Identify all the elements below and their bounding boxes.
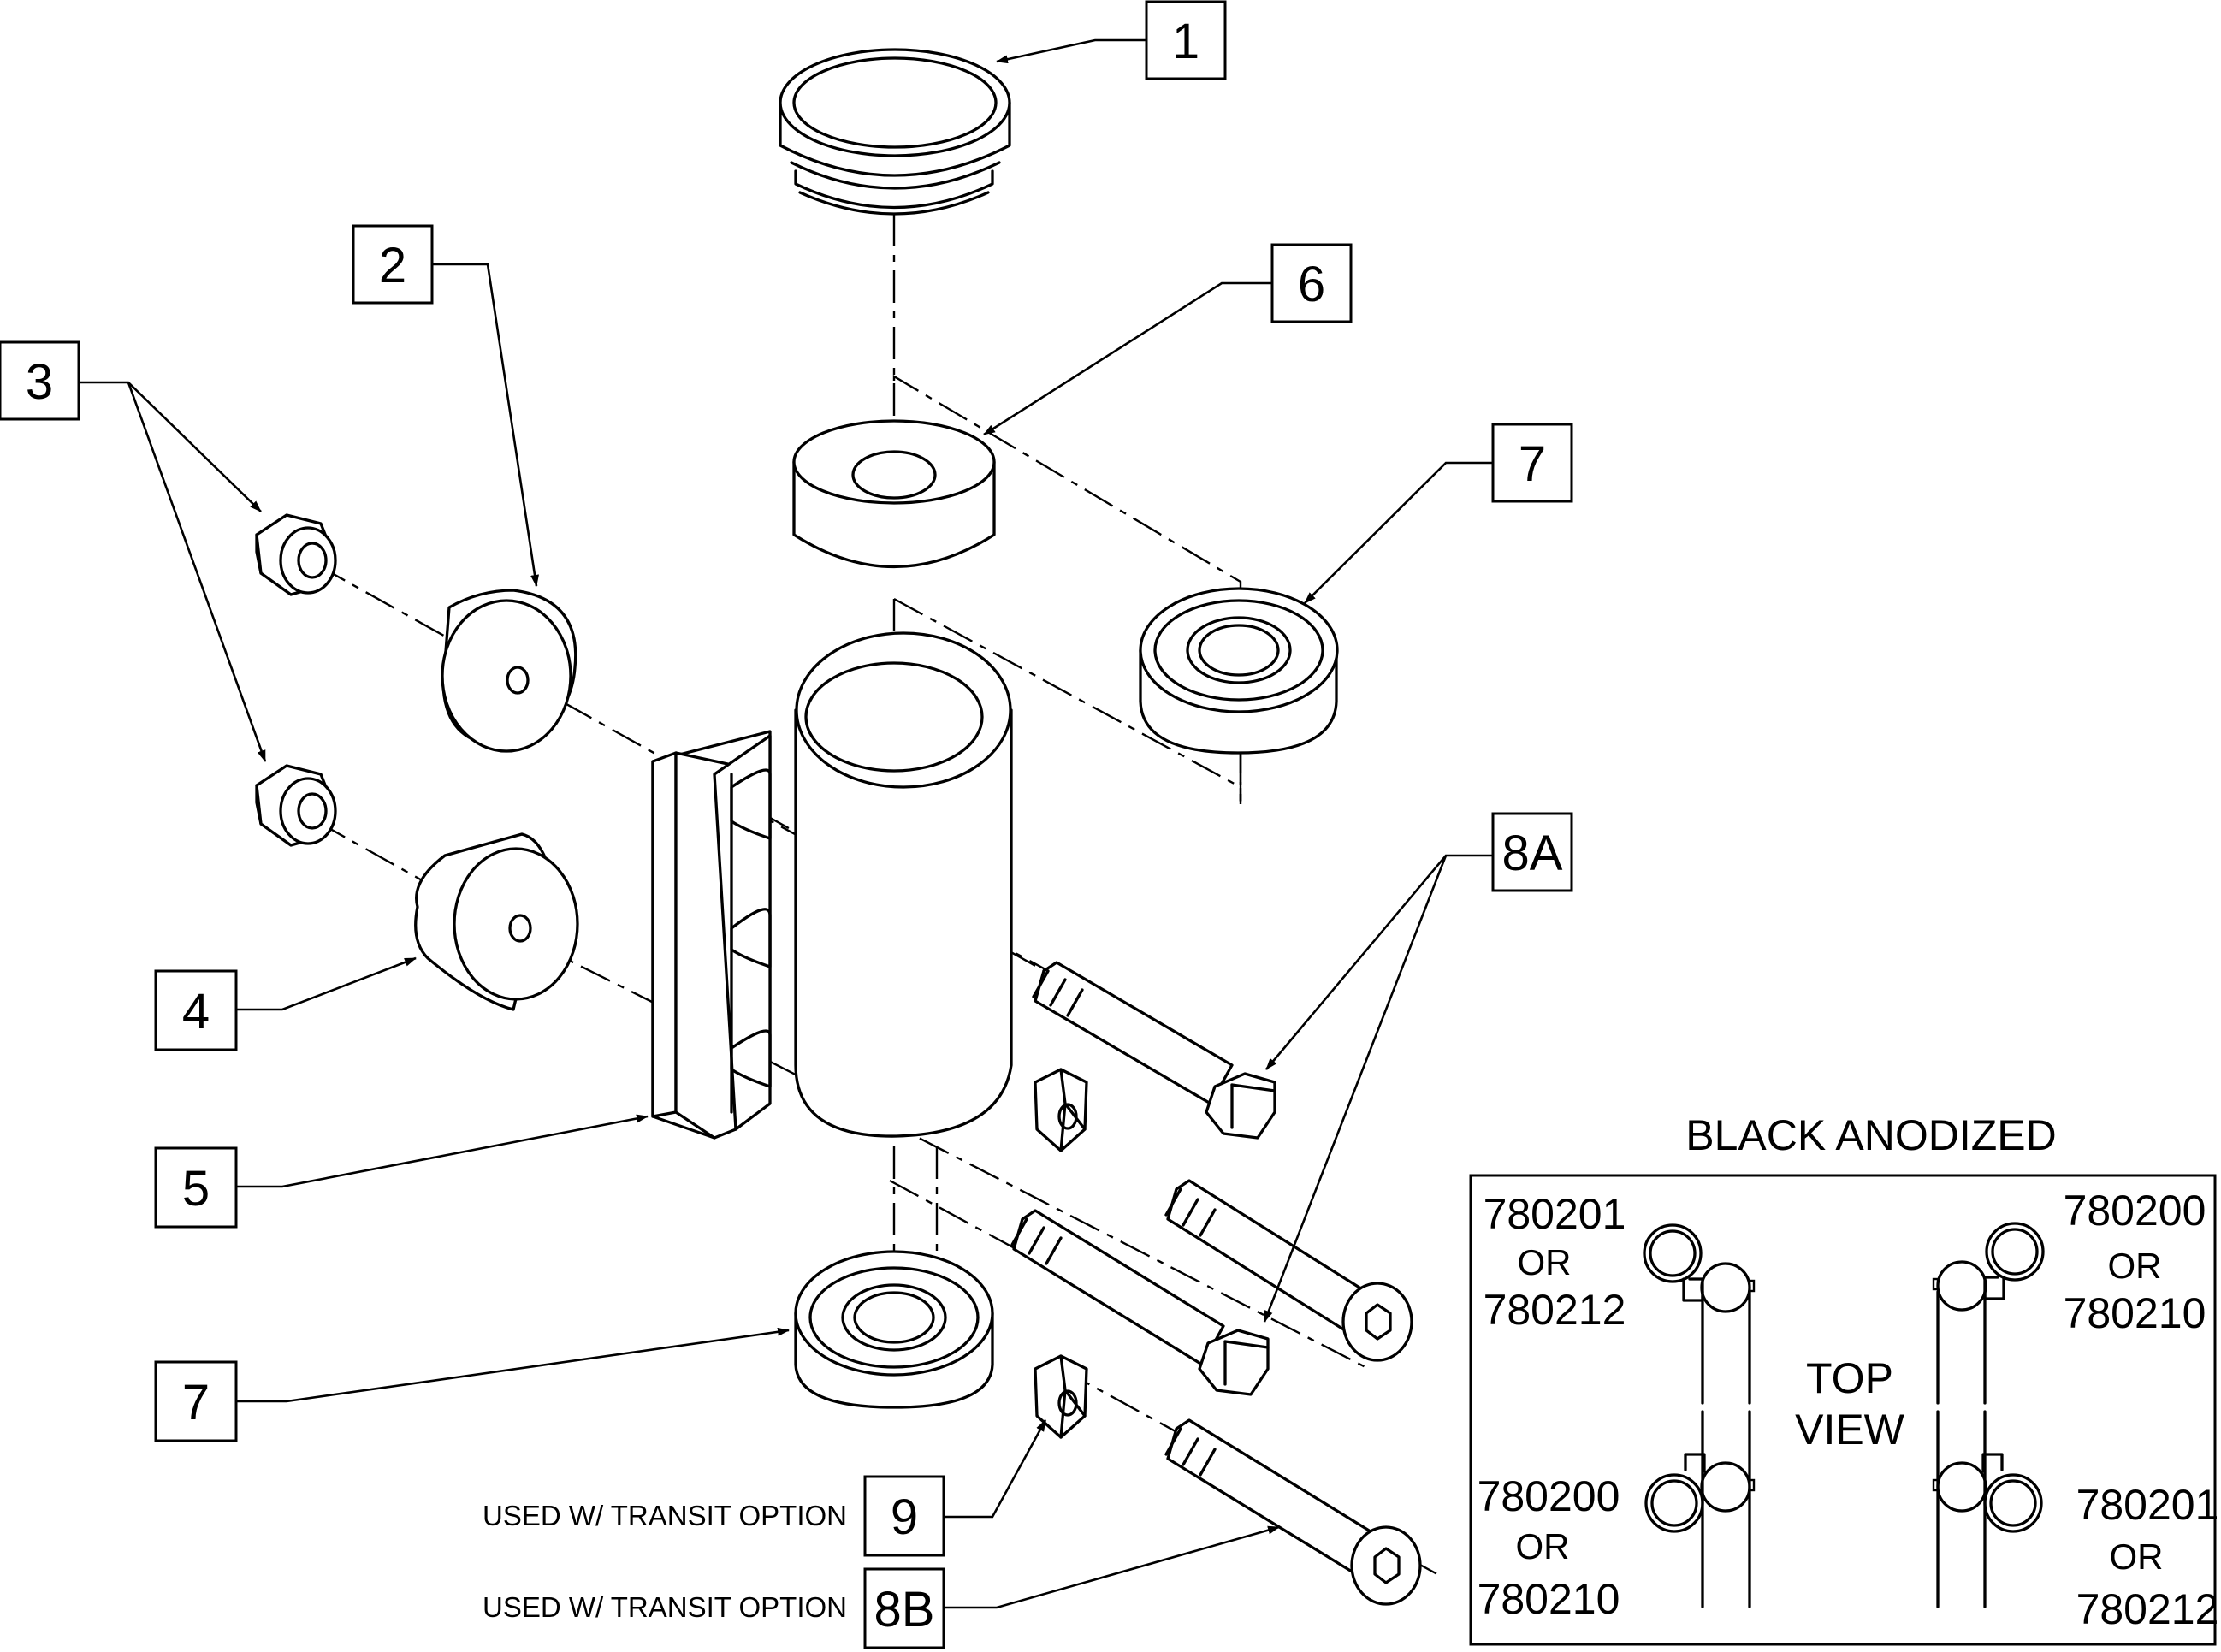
svg-text:9: 9 bbox=[891, 1489, 918, 1545]
clamp-sketch-tl bbox=[1643, 1223, 1756, 1405]
part-8a-bolt-upper bbox=[1032, 961, 1276, 1140]
callout-1: 1 bbox=[1145, 0, 1227, 80]
part-5-housing bbox=[651, 631, 1013, 1140]
clamp-sketch-tr bbox=[1932, 1222, 2045, 1405]
legend-tl-part-b: 780212 bbox=[1484, 1286, 1626, 1334]
legend-tr-part-a: 780200 bbox=[2064, 1187, 2206, 1235]
svg-text:4: 4 bbox=[182, 984, 210, 1039]
svg-text:1: 1 bbox=[1172, 14, 1199, 69]
leader-lines bbox=[77, 38, 1493, 1609]
legend-br-or: OR bbox=[2110, 1537, 2164, 1577]
legend-br-part-b: 780212 bbox=[2076, 1585, 2219, 1633]
callout-8a: 8A bbox=[1491, 812, 1573, 892]
callout-3: 3 bbox=[0, 340, 80, 421]
legend-top-view-2: VIEW bbox=[1795, 1406, 1905, 1454]
part-9-block-upper bbox=[1034, 1068, 1088, 1152]
part-3-nut-lower bbox=[255, 764, 337, 847]
part-1-cap bbox=[779, 48, 1011, 216]
callout-5: 5 bbox=[154, 1146, 238, 1229]
part-8b-bolt-upper bbox=[1164, 1179, 1413, 1362]
part-9-block-lower bbox=[1034, 1354, 1088, 1439]
callout-7-bottom: 7 bbox=[154, 1360, 238, 1442]
transit-note-8b: USED W/ TRANSIT OPTION bbox=[483, 1591, 847, 1623]
legend-bl-part-a: 780200 bbox=[1478, 1472, 1620, 1520]
legend-tl-part-a: 780201 bbox=[1484, 1190, 1626, 1238]
clamp-sketch-br bbox=[1932, 1410, 2043, 1608]
callout-7-top: 7 bbox=[1491, 423, 1573, 503]
svg-text:5: 5 bbox=[182, 1161, 210, 1217]
part-8b-bolt-lower bbox=[1164, 1418, 1422, 1606]
legend-tr-part-b: 780210 bbox=[2064, 1289, 2206, 1337]
callout-2: 2 bbox=[352, 224, 434, 305]
part-7-bearing-bottom bbox=[794, 1250, 994, 1409]
svg-text:3: 3 bbox=[26, 354, 53, 410]
svg-text:2: 2 bbox=[379, 238, 406, 293]
callout-9: 9 bbox=[863, 1475, 945, 1557]
clamp-sketch-bl bbox=[1644, 1410, 1756, 1608]
legend-br-part-a: 780201 bbox=[2076, 1481, 2219, 1529]
callout-8b: 8B bbox=[863, 1567, 945, 1649]
legend-title: BLACK ANODIZED bbox=[1685, 1111, 2056, 1159]
svg-text:8B: 8B bbox=[874, 1582, 935, 1637]
legend-top-view-1: TOP bbox=[1806, 1354, 1893, 1402]
svg-text:8A: 8A bbox=[1502, 826, 1563, 881]
legend-bl-part-b: 780210 bbox=[1478, 1575, 1620, 1623]
legend-bl-or: OR bbox=[1516, 1526, 1570, 1566]
part-8a-bolt-lower bbox=[1010, 1209, 1270, 1396]
legend-tr-or: OR bbox=[2108, 1246, 2162, 1286]
callout-4: 4 bbox=[154, 969, 238, 1051]
part-6-spacer bbox=[792, 419, 996, 569]
legend-tl-or: OR bbox=[1518, 1242, 1572, 1282]
legend-black-anodized: BLACK ANODIZED 780201 OR 780212 780200 O… bbox=[1469, 1111, 2219, 1646]
svg-text:6: 6 bbox=[1298, 257, 1325, 312]
transit-note-9: USED W/ TRANSIT OPTION bbox=[483, 1500, 847, 1531]
callout-6: 6 bbox=[1270, 243, 1353, 323]
part-7-bearing-top bbox=[1139, 587, 1339, 755]
svg-text:7: 7 bbox=[182, 1375, 210, 1430]
svg-text:7: 7 bbox=[1519, 436, 1546, 492]
part-3-nut-upper bbox=[255, 513, 337, 596]
part-4-cam bbox=[414, 832, 579, 1011]
part-2-washer bbox=[441, 589, 577, 753]
